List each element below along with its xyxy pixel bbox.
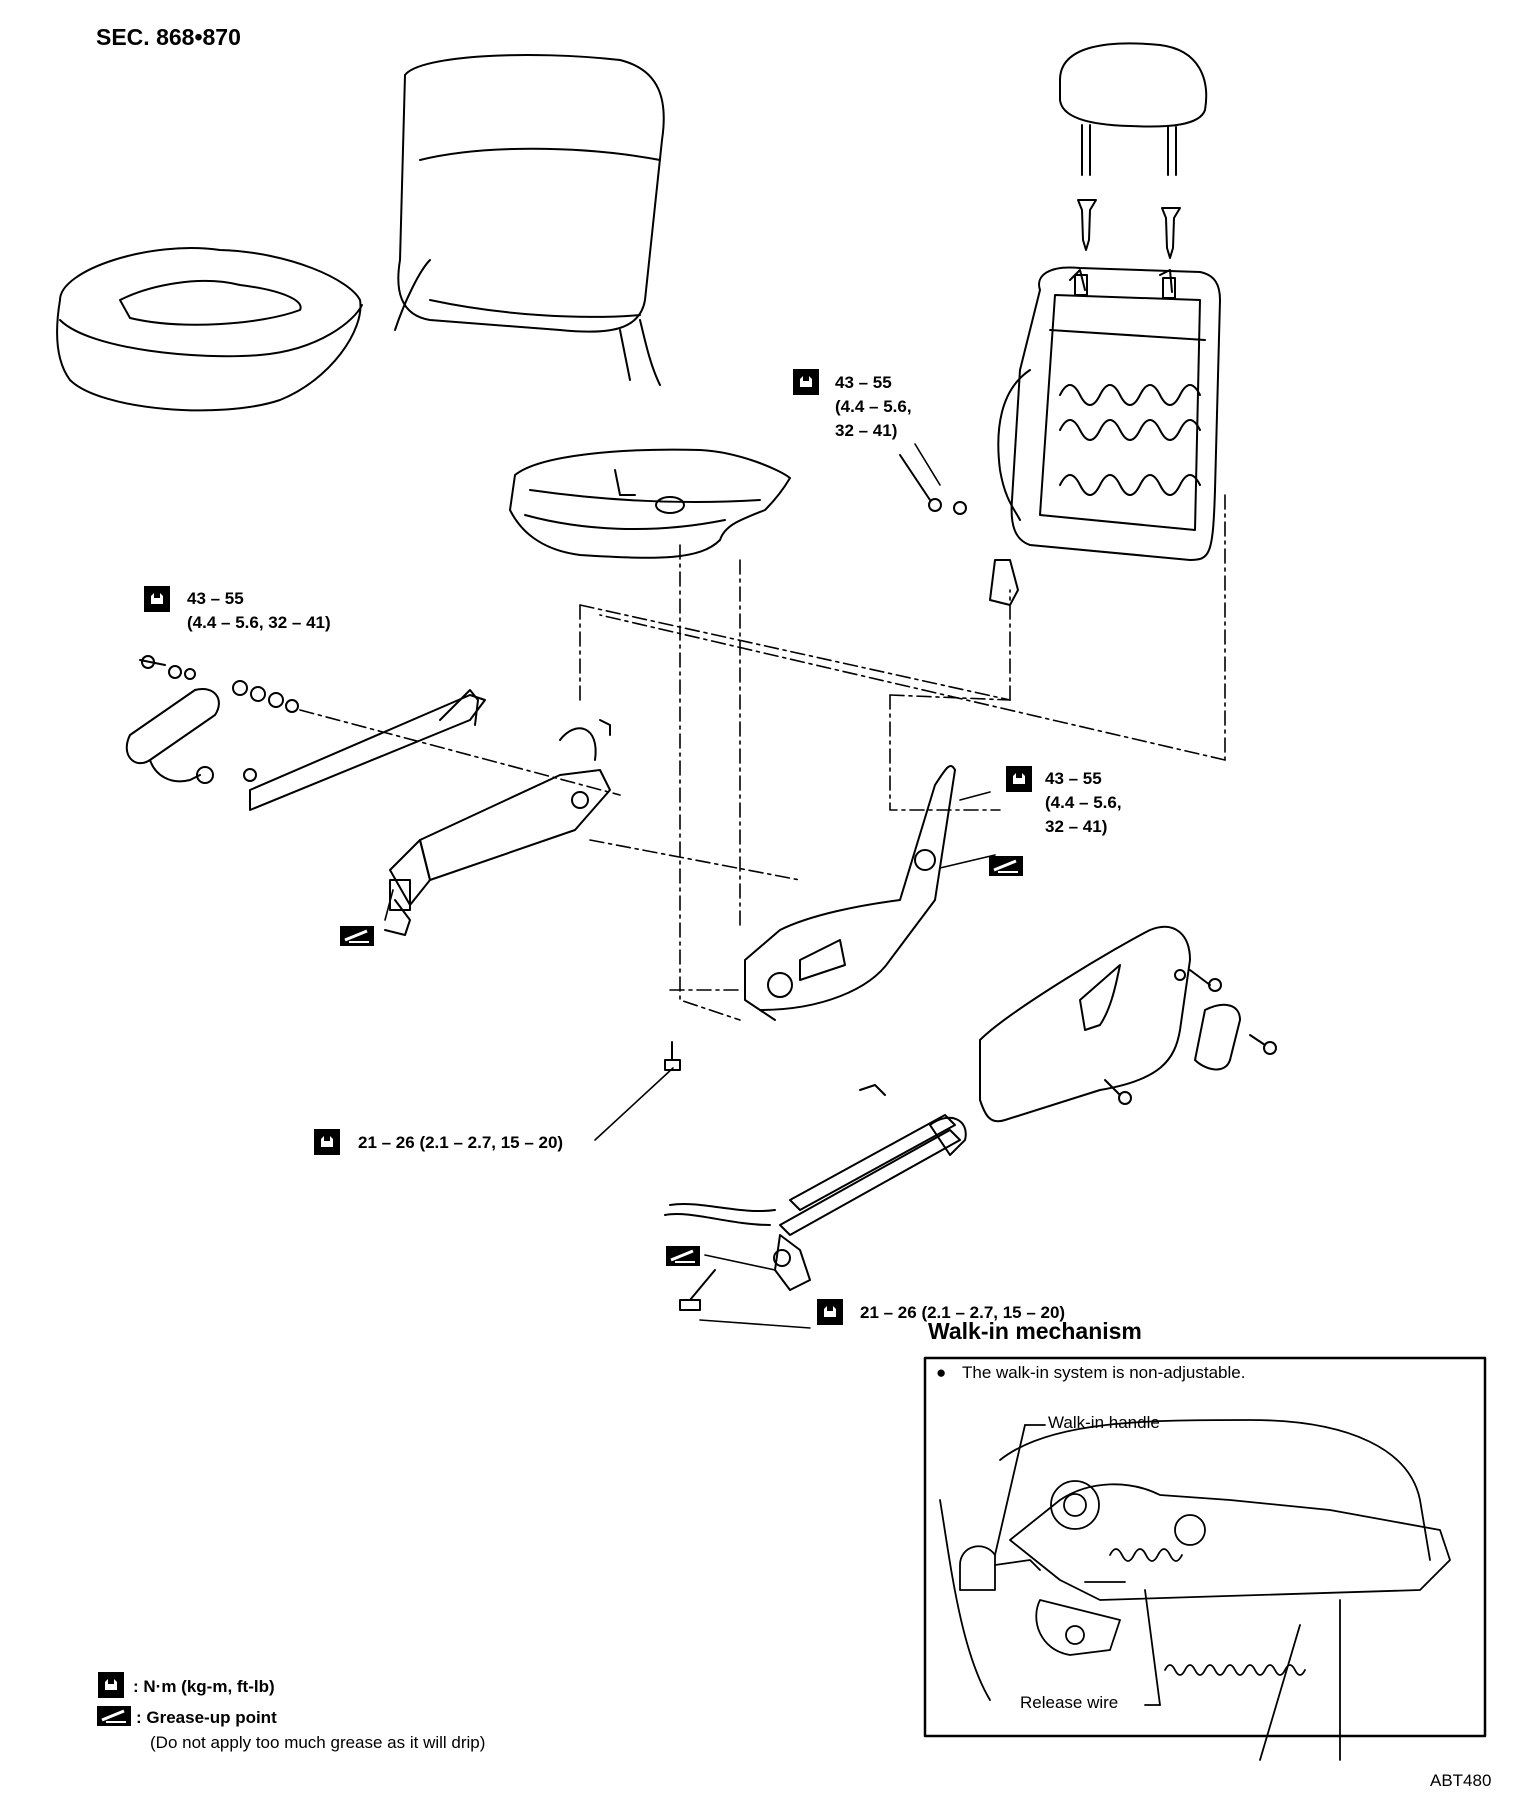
grease-point-icon [989, 856, 1023, 876]
inner-slide-rail [249, 689, 611, 936]
lower-bolts [664, 1041, 716, 1311]
seat-back-pad [394, 54, 665, 386]
release-wire-label: Release wire [1020, 1693, 1119, 1712]
walk-in-frame [923, 1356, 1487, 1738]
walk-in-note-bullet: ● [936, 1363, 947, 1382]
seat-side-cover [979, 925, 1277, 1123]
buckle-assembly [125, 655, 299, 784]
torque-detail: (4.4 – 5.6, [1045, 793, 1122, 812]
torque-wrench-icon [793, 369, 819, 395]
torque-detail: (4.4 – 5.6, [835, 397, 912, 416]
walk-in-heading: Walk-in mechanism [928, 1318, 1142, 1344]
torque-wrench-icon [1006, 766, 1032, 792]
headrest [1059, 42, 1208, 176]
torque-value: 43 – 55 [1045, 769, 1102, 788]
seatback-frame [989, 266, 1221, 606]
legend-grease: : Grease-up point [136, 1708, 277, 1727]
walk-in-handle-label: Walk-in handle [1048, 1413, 1160, 1432]
torque-detail: 32 – 41) [1045, 817, 1108, 836]
grease-point-icon [97, 1706, 131, 1726]
section-label: SEC. 868•870 [96, 24, 241, 50]
grease-point-icon [666, 1246, 700, 1266]
figure-code: ABT480 [1430, 1771, 1492, 1790]
legend-torque-unit: : N·m (kg-m, ft-lb) [133, 1677, 275, 1696]
torque-detail: (4.4 – 5.6, 32 – 41) [187, 613, 331, 632]
torque-detail: 32 – 41) [835, 421, 898, 440]
recliner-bracket [744, 765, 956, 1021]
torque-wrench-icon [98, 1672, 124, 1698]
headrest-guides [1077, 199, 1181, 259]
leader-lines [384, 443, 996, 1329]
seatback-bolts [899, 454, 967, 515]
torque-wrench-icon [817, 1299, 843, 1325]
walk-in-illustration [939, 1419, 1451, 1761]
seat-cushion [56, 247, 363, 412]
assembly-guide-lines [299, 494, 1226, 1021]
legend-grease-note: (Do not apply too much grease as it will… [150, 1733, 486, 1752]
torque-callout-lower-right: 21 – 26 (2.1 – 2.7, 15 – 20) [860, 1303, 1066, 1322]
cushion-frame [509, 448, 791, 559]
torque-wrench-icon [144, 586, 170, 612]
torque-callout-lower-left: 21 – 26 (2.1 – 2.7, 15 – 20) [358, 1133, 564, 1152]
torque-wrench-icon [314, 1129, 340, 1155]
torque-value: 43 – 55 [835, 373, 892, 392]
walk-in-note: The walk-in system is non-adjustable. [962, 1363, 1246, 1382]
outer-slide-rail [664, 1084, 967, 1291]
torque-value: 43 – 55 [187, 589, 244, 608]
grease-point-icon [340, 926, 374, 946]
